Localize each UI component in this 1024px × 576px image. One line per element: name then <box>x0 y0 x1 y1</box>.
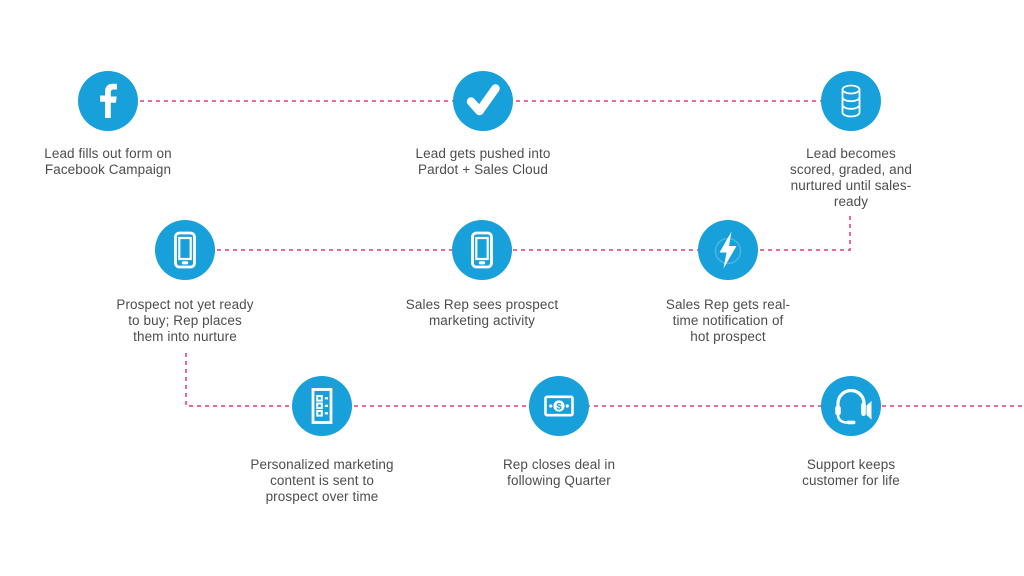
step-prospect-nurture: Prospect not yet ready to buy; Rep place… <box>85 220 285 345</box>
step-realtime-notification: Sales Rep gets real- time notification o… <box>628 220 828 345</box>
smartphone-icon <box>452 220 512 280</box>
checklist-icon <box>292 376 352 436</box>
step-label: Rep closes deal in following Quarter <box>502 457 616 488</box>
step-lead-scored: Lead becomes scored, graded, and nurture… <box>751 71 951 210</box>
step-support-keeps-customer: Support keeps customer for life <box>751 376 951 489</box>
step-facebook-lead: Lead fills out form on Facebook Campaign <box>8 71 208 178</box>
facebook-icon <box>78 71 138 131</box>
connector-db-to-lightning <box>728 216 851 251</box>
step-label: Sales Rep gets real- time notification o… <box>665 297 791 344</box>
dollar-glyph: $ <box>556 401 562 412</box>
lightning-icon <box>698 220 758 280</box>
step-label: Support keeps customer for life <box>802 457 900 488</box>
banknote-icon: $ <box>529 376 589 436</box>
connector-phone-to-checklist <box>185 353 322 407</box>
step-rep-closes-deal: $ Rep closes deal in following Quarter <box>459 376 659 489</box>
step-label: Lead fills out form on Facebook Campaign <box>44 146 172 177</box>
step-personalized-content: Personalized marketing content is sent t… <box>222 376 422 505</box>
step-label: Prospect not yet ready to buy; Rep place… <box>116 297 254 344</box>
database-icon <box>821 71 881 131</box>
step-label: Sales Rep sees prospect marketing activi… <box>405 297 559 328</box>
step-lead-pushed: Lead gets pushed into Pardot + Sales Clo… <box>383 71 583 178</box>
smartphone-icon <box>155 220 215 280</box>
step-label: Lead gets pushed into Pardot + Sales Clo… <box>415 146 551 177</box>
step-rep-sees-activity: Sales Rep sees prospect marketing activi… <box>382 220 582 329</box>
step-label: Personalized marketing content is sent t… <box>250 457 394 504</box>
headset-icon <box>821 376 881 436</box>
check-icon <box>453 71 513 131</box>
step-label: Lead becomes scored, graded, and nurture… <box>790 146 912 209</box>
